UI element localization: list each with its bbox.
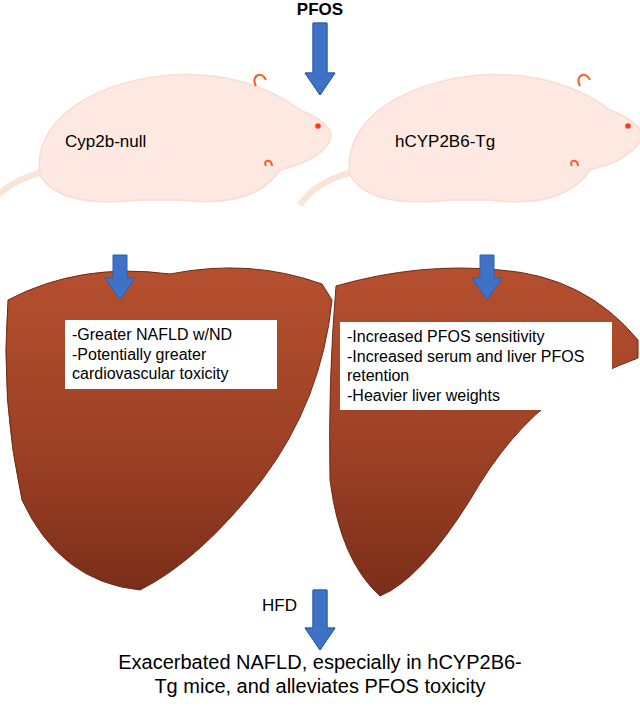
flow-arrow (305, 23, 335, 95)
mouse-silhouette (0, 75, 331, 205)
flow-arrow (305, 590, 335, 650)
liver-illustration (330, 268, 638, 596)
flow-arrow (305, 23, 335, 95)
note-panel: -Greater NAFLD w/ND-Potentially greater … (65, 320, 277, 389)
outcome-text: Exacerbated NAFLD, especially in hCYP2B6… (110, 650, 530, 699)
outcome-text: Exacerbated NAFLD, especially in hCYP2B6… (110, 650, 530, 701)
input-label: PFOS (270, 0, 370, 21)
flow-arrow (305, 590, 335, 650)
liver-group: -Increased PFOS sensitivity-Increased se… (305, 300, 640, 590)
note-panel: -Increased PFOS sensitivity-Increased se… (340, 322, 612, 410)
diet-label: HFD (262, 596, 297, 616)
mouse-label: hCYP2B6-Tg (395, 132, 495, 152)
mouse-group: Cyp2b-null (10, 95, 330, 255)
finding-text: -Increased PFOS sensitivity (347, 327, 605, 347)
mouse-silhouette (300, 75, 640, 205)
mouse-label: Cyp2b-null (65, 132, 146, 152)
finding-text: -Heavier liver weights (347, 386, 605, 406)
mouse-group: hCYP2B6-Tg (285, 95, 635, 255)
liver-illustration (6, 268, 332, 590)
input-label: PFOS (270, 0, 370, 23)
finding-text: -Increased serum and liver PFOS retentio… (347, 347, 605, 386)
flow-arrow (472, 255, 502, 300)
finding-text: -Greater NAFLD w/ND (72, 325, 270, 345)
finding-text: -Potentially greater cardiovascular toxi… (72, 345, 270, 384)
liver-group: -Greater NAFLD w/ND-Potentially greater … (0, 300, 335, 590)
flow-arrow (105, 255, 135, 300)
